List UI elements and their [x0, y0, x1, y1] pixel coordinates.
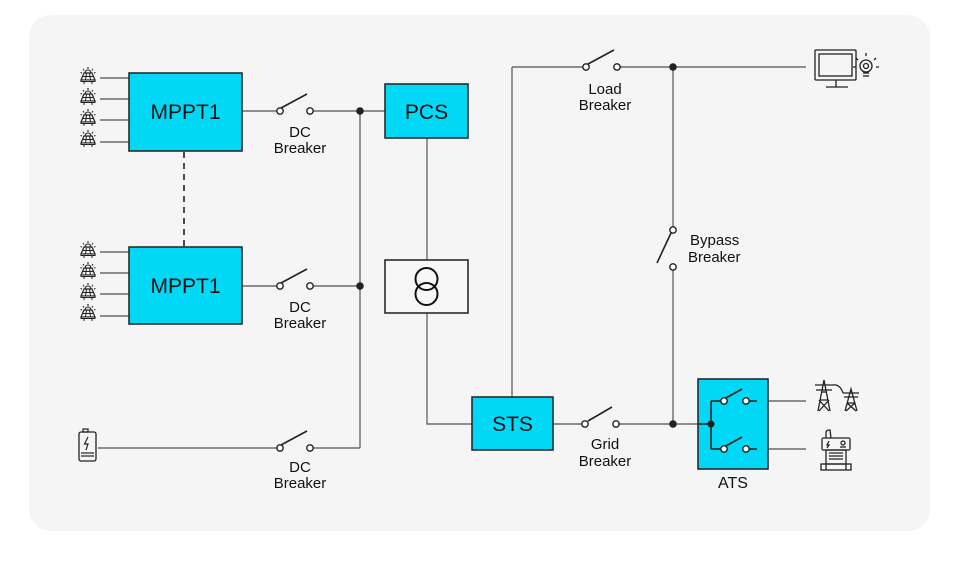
dc-breaker-3[interactable]: DC Breaker — [274, 430, 327, 492]
solar-panel-icon-group-bottom — [79, 240, 97, 322]
load-breaker-label: Load — [588, 81, 621, 98]
monitor-lightbulb-icon — [814, 49, 879, 88]
power-tower-icon — [815, 379, 859, 412]
mppt-block-top[interactable]: MPPT1 — [128, 72, 243, 152]
transformer-block[interactable] — [384, 259, 469, 314]
dc-breaker-1[interactable]: DC Breaker — [274, 93, 327, 157]
grid-breaker-label: Grid — [591, 436, 619, 453]
bypass-breaker-label: Breaker — [688, 249, 741, 266]
ats-label: ATS — [718, 475, 748, 492]
pcs-block[interactable]: PCS — [384, 83, 469, 139]
grid-breaker[interactable]: Grid Breaker — [579, 406, 632, 470]
ats-block[interactable]: ATS — [697, 378, 769, 492]
junction-dot — [356, 107, 364, 115]
sts-label: STS — [492, 413, 533, 436]
pcs-label: PCS — [405, 101, 448, 124]
junction-dot — [669, 420, 677, 428]
mppt-top-label: MPPT1 — [150, 101, 220, 124]
dc-breaker-3-label: Breaker — [274, 475, 327, 492]
bypass-breaker-label: Bypass — [690, 232, 739, 249]
bypass-breaker[interactable]: Bypass Breaker — [656, 226, 741, 271]
pv-strings-bottom — [100, 251, 129, 317]
battery-icon — [78, 428, 97, 462]
dc-breaker-3-label: DC — [289, 459, 311, 476]
solar-panel-icon — [79, 240, 97, 259]
transformer-icon — [414, 267, 439, 306]
solar-panel-icon — [79, 261, 97, 280]
solar-panel-icon-group-top — [79, 66, 97, 148]
generator-icon — [820, 429, 852, 471]
mppt-block-bottom[interactable]: MPPT1 — [128, 246, 243, 325]
solar-panel-icon — [79, 108, 97, 127]
mppt-bottom-label: MPPT1 — [150, 275, 220, 298]
load-breaker[interactable]: Load Breaker — [579, 49, 632, 114]
junction-dot — [356, 282, 364, 290]
dc-breaker-1-label: Breaker — [274, 140, 327, 157]
pv-strings-top — [100, 77, 129, 143]
dc-breaker-2[interactable]: DC Breaker — [274, 268, 327, 332]
solar-panel-icon — [79, 87, 97, 106]
dc-breaker-1-label: DC — [289, 124, 311, 141]
solar-panel-icon — [79, 282, 97, 301]
solar-panel-icon — [79, 66, 97, 85]
grid-breaker-label: Breaker — [579, 453, 632, 470]
junction-dot — [669, 63, 677, 71]
solar-panel-icon — [79, 303, 97, 322]
solar-panel-icon — [79, 129, 97, 148]
dc-breaker-2-label: Breaker — [274, 315, 327, 332]
sts-block[interactable]: STS — [471, 396, 554, 451]
load-breaker-label: Breaker — [579, 97, 632, 114]
dc-breaker-2-label: DC — [289, 299, 311, 316]
